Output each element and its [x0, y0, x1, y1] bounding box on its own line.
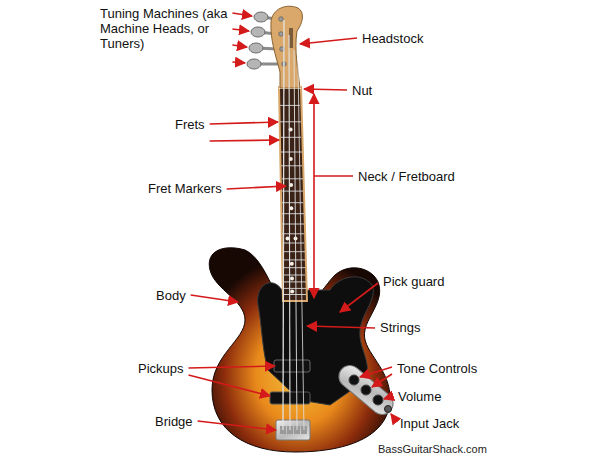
part-label: Volume: [398, 389, 441, 404]
part-label: Pick guard: [383, 274, 444, 289]
part-label: Strings: [380, 320, 420, 335]
part-label: Tuning Machines (aka Machine Heads, or T…: [100, 6, 232, 51]
leader-lines: [189, 13, 397, 430]
part-label: Fret Markers: [148, 181, 222, 196]
part-label: Bridge: [155, 414, 193, 429]
neck: [278, 86, 308, 302]
part-label: Nut: [352, 83, 372, 98]
headstock-logo: [289, 28, 293, 48]
strings: [283, 20, 304, 430]
control-plate: [334, 361, 397, 419]
part-label: Neck / Fretboard: [358, 169, 455, 184]
tuner-posts: [279, 17, 287, 67]
part-label: Frets: [175, 117, 205, 132]
watermark: BassGuitarShack.com: [378, 443, 487, 456]
part-label: Pickups: [138, 361, 184, 376]
part-label: Headstock: [362, 31, 423, 46]
bridge: [276, 420, 310, 440]
part-label: Tone Controls: [397, 361, 477, 376]
headstock: [271, 6, 303, 88]
part-label: Input Jack: [400, 416, 459, 431]
part-label: Body: [156, 288, 186, 303]
